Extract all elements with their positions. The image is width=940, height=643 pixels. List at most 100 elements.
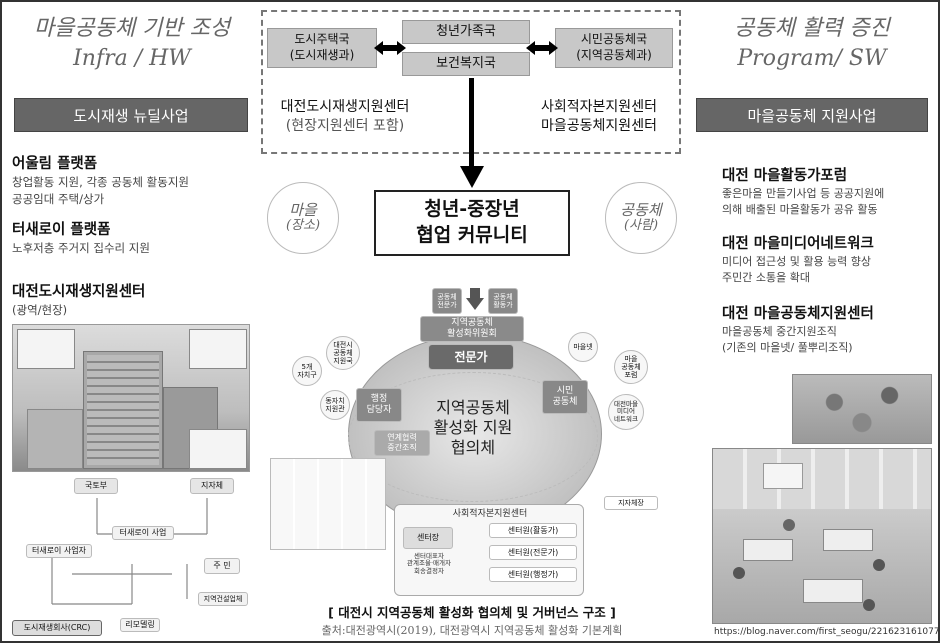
agency-box: 시민공동체국 (지역공동체과) — [555, 28, 673, 68]
right-item-desc: 마을공동체 중간지원조직 (기존의 마을넷/ 풀뿌리조직) — [722, 324, 853, 356]
desc-line: 주민간 소통을 확대 — [722, 270, 810, 284]
building-image — [12, 324, 250, 472]
left-item-heading: 터새로이 플랫폼 — [12, 222, 111, 238]
diagram-node: 지자체장 — [604, 496, 658, 510]
org-label: 사회적자본지원센터 — [541, 99, 657, 116]
center-right-org: 사회적자본지원센터 마을공동체지원센터 — [522, 92, 676, 142]
agency-box: 보건복지국 — [402, 52, 530, 76]
desc-line: 창업활동 지원, 각종 공동체 활동지원 — [12, 175, 189, 189]
flow-node: 리모델링 — [120, 618, 160, 632]
sub-line: 관계조율·매개자 — [407, 559, 451, 568]
desc-line: 좋은마을 만들기사업 등 공공지원에 — [722, 187, 885, 200]
right-item-heading: 대전 마을활동가포럼 — [722, 168, 848, 184]
left-item-desc: (광역/현장) — [12, 302, 67, 319]
flow-node: 지자체 — [190, 478, 234, 494]
left-item-desc: 노후저층 주거지 집수리 지원 — [12, 240, 150, 257]
main-box: 청년-중장년 협업 커뮤니티 — [374, 190, 570, 256]
node-label: 공동체 — [437, 292, 457, 301]
agency-label: 시민공동체국 — [580, 32, 648, 47]
social-center-label: 사회적자본지원센터 — [452, 509, 528, 519]
node-label: 시민 — [556, 386, 574, 397]
agency-label: 도시주택국 — [294, 32, 350, 47]
center-head-node: 센터장 — [403, 527, 453, 549]
sub-line: 회송결정자 — [414, 566, 444, 575]
desc-line: 미디어 접근성 및 활용 능력 향상 — [722, 255, 872, 268]
left-title: 마을공동체 기반 조성 — [33, 16, 231, 41]
staff-node: 센터원(전문가) — [489, 545, 577, 560]
right-title: 공동체 활력 증진 — [734, 16, 890, 41]
circle-text: 대전시 — [333, 340, 353, 349]
meeting-photo-small — [792, 374, 932, 444]
agency-label: (도시재생과) — [289, 48, 355, 62]
staff-node: 센터원(행정가) — [489, 567, 577, 582]
circle-text: 대전마을 — [614, 399, 638, 408]
desc-line: 노후저층 주거지 집수리 지원 — [12, 241, 150, 255]
desc-line: 마을공동체 중간지원조직 — [722, 325, 837, 338]
node-label: 중간조직 — [387, 443, 417, 452]
node-label: 활성화위원회 — [447, 329, 497, 339]
right-item-desc: 미디어 접근성 및 활용 능력 향상 주민간 소통을 확대 — [722, 254, 871, 286]
right-subtitle: Program/ SW — [737, 46, 887, 71]
left-item-heading: 대전도시재생지원센터 — [12, 284, 146, 300]
node-label: 행정 — [370, 394, 388, 405]
diagram-caption: [ 대전시 지역공동체 활성화 협의체 및 거버넌스 구조 ] — [328, 605, 616, 620]
circle-text: 지원관 — [325, 405, 345, 413]
flow-node: 터새로이 사업 — [112, 526, 174, 540]
node-label: 활동가 — [493, 301, 513, 309]
node-label: 연계협력 — [387, 433, 417, 443]
circle-label: 공동체 — [620, 200, 662, 219]
circle-label: 마을 — [289, 200, 317, 219]
right-item-heading: 대전 마을공동체지원센터 — [722, 306, 874, 322]
circle-community: 공동체(사람) — [605, 182, 677, 254]
core-line: 지역공동체 — [436, 398, 510, 417]
main-label: 청년-중장년 — [424, 198, 520, 221]
flow-node: 도시재생회사(CRC) — [12, 620, 102, 636]
source-url[interactable]: https://blog.naver.com/first_seogu/22162… — [714, 627, 940, 637]
left-item-desc: 창업활동 지원, 각종 공동체 활동지원 공공임대 주택/상가 — [12, 174, 189, 207]
org-label: 대전도시재생지원센터 — [280, 99, 410, 116]
node-label: 공동체 — [493, 292, 513, 301]
meeting-photo-large — [712, 448, 932, 624]
node-label: 담당자 — [366, 405, 392, 415]
circle-text: 5개 — [301, 362, 313, 371]
right-item-heading: 대전 마을미디어네트워크 — [722, 236, 874, 252]
circle-text: 마을 — [624, 354, 638, 363]
left-flow-diagram: 국토부 지자체 터새로이 사업 터새로이 사업자 주 민 리모델링 지역건설업체… — [12, 474, 250, 640]
left-item-heading: 어울림 플랫폼 — [12, 156, 98, 172]
down-arrow — [460, 78, 484, 188]
right-item-desc: 좋은마을 만들기사업 등 공공지원에 의해 배출된 마을활동가 공유 활동 — [722, 186, 884, 218]
circle-text: 자치구 — [297, 371, 317, 379]
agency-box: 도시주택국 (도시재생과) — [267, 28, 377, 68]
circle-text: 포럼 — [624, 371, 638, 380]
core-line: 활성화 지원 — [433, 418, 513, 437]
circle-label: (장소) — [285, 218, 321, 234]
org-label: (현장지원센터 포함) — [285, 118, 405, 134]
core-label: 지역공동체 활성화 지원 협의체 — [398, 398, 548, 458]
circle-text: 동자치 — [325, 396, 345, 405]
org-label: 마을공동체지원센터 — [541, 118, 657, 134]
down-arrow-small — [466, 288, 484, 310]
flow-node: 주 민 — [204, 558, 240, 574]
sub-line: 센터대표자 — [414, 552, 444, 560]
left-subtitle: Infra / HW — [73, 46, 191, 71]
member-grid — [270, 458, 386, 550]
center-left-org: 대전도시재생지원센터 (현장지원센터 포함) — [266, 92, 424, 142]
node-label: 공동체 — [552, 397, 578, 407]
circle-village: 마을(장소) — [267, 182, 339, 254]
desc-line: (기존의 마을넷/ 풀뿌리조직) — [722, 340, 853, 354]
node-label: 지역공동체 — [451, 318, 493, 329]
circle-text: 지원국 — [333, 357, 353, 366]
